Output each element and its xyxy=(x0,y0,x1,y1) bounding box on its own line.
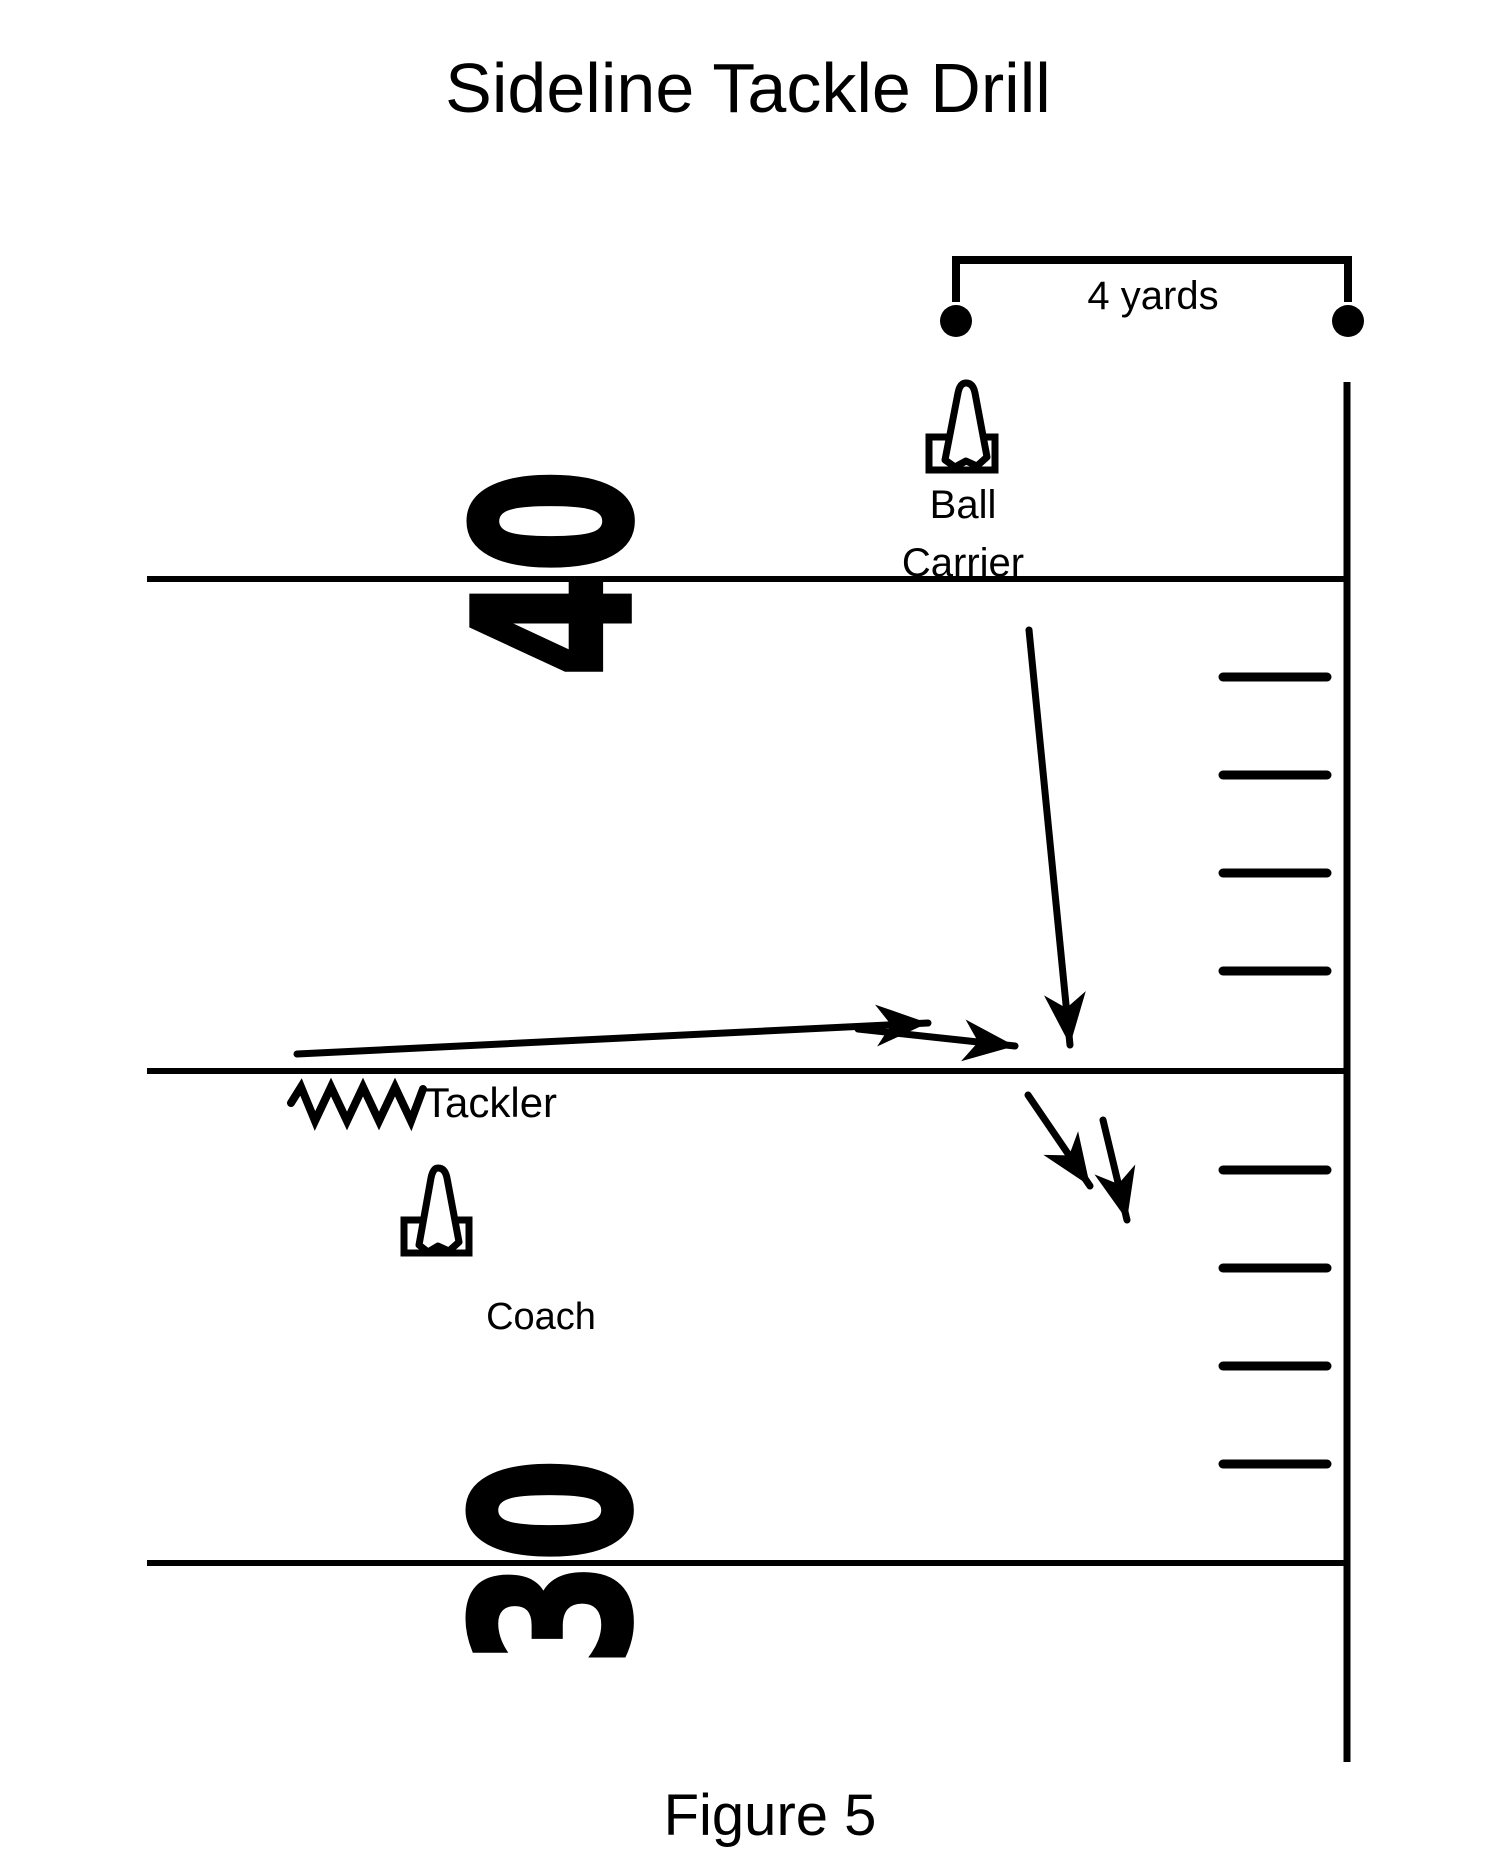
arrow-tackler-pursuit-2 xyxy=(854,1019,1019,1062)
distance-label: 4 yards xyxy=(1087,274,1219,318)
measurement-bracket xyxy=(952,256,1352,302)
yard-number-40: 40 xyxy=(427,467,682,679)
coach-label: Coach xyxy=(486,1296,596,1338)
tackler-label: Tackler xyxy=(424,1079,558,1126)
bracket-dot-right xyxy=(1332,305,1364,337)
cone-icon-ball-carrier xyxy=(925,379,999,474)
cone-body xyxy=(941,379,991,471)
cone-icon-coach xyxy=(400,1164,473,1257)
hash-marks-upper xyxy=(1218,672,1332,976)
hash-marks-lower xyxy=(1218,1165,1332,1469)
figure-caption: Figure 5 xyxy=(663,1783,877,1848)
yard-number-30: 30 xyxy=(426,1456,681,1668)
bracket-dot-left xyxy=(940,305,972,337)
ball-carrier-label: Ball Carrier xyxy=(901,483,1025,585)
cone-body xyxy=(415,1164,463,1256)
yard-number-30-text: 30 xyxy=(426,1456,681,1668)
arrow-after-contact-2 xyxy=(1094,1116,1136,1224)
arrow-tackler-pursuit xyxy=(293,1004,932,1058)
arrow-after-contact-1 xyxy=(1024,1091,1094,1190)
yard-number-40-text: 40 xyxy=(427,467,682,679)
page-title: Sideline Tackle Drill xyxy=(445,49,1051,127)
arrow-ball-carrier-path xyxy=(1025,626,1086,1049)
zigzag-icon-tackler xyxy=(287,1077,427,1132)
